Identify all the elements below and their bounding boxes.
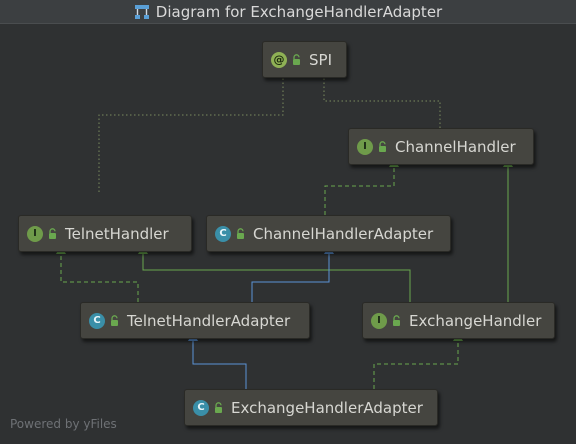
edge-layer	[56, 78, 513, 389]
edge-exchangehandleradapter-to-exchangehandler	[373, 332, 463, 389]
node-spi[interactable]: @ SPI	[262, 41, 347, 78]
edge-exchangehandleradapter-to-telnethandleradapter	[188, 332, 247, 389]
edge-telnethandler-to-spi	[98, 78, 284, 192]
lock-icon	[237, 227, 244, 239]
node-label: ChannelHandler	[395, 137, 516, 156]
edge-telnethandleradapter-to-telnethandler	[56, 245, 139, 302]
node-label: ChannelHandlerAdapter	[253, 224, 434, 243]
node-label: TelnetHandler	[65, 224, 169, 243]
node-label: SPI	[309, 50, 332, 69]
class-icon: C	[89, 312, 105, 329]
class-icon: C	[215, 225, 231, 242]
node-channelhandler[interactable]: I ChannelHandler	[348, 128, 534, 165]
powered-by-label: Powered by yFiles	[10, 417, 117, 431]
node-exchangehandler[interactable]: I ExchangeHandler	[362, 302, 555, 339]
lock-icon	[49, 227, 56, 239]
edge-channelhandleradapter-to-channelhandler	[324, 158, 399, 215]
edge-exchangehandler-to-telnethandler	[138, 245, 411, 302]
interface-icon: I	[357, 138, 373, 155]
lock-icon	[393, 314, 400, 326]
lock-icon	[215, 401, 222, 413]
lock-icon	[111, 314, 118, 326]
window-title: Diagram for ExchangeHandlerAdapter	[155, 2, 443, 21]
node-telnethandleradapter[interactable]: C TelnetHandlerAdapter	[80, 302, 310, 339]
lock-icon	[293, 53, 300, 65]
node-label: ExchangeHandlerAdapter	[231, 398, 423, 417]
edge-telnethandleradapter-to-channelhandleradapter	[251, 245, 334, 302]
annotation-icon: @	[271, 51, 287, 68]
interface-icon: I	[27, 225, 43, 242]
diagram-canvas[interactable]: @ SPI I ChannelHandler I TelnetHandler C…	[0, 24, 576, 444]
node-telnethandler[interactable]: I TelnetHandler	[18, 215, 192, 252]
node-label: TelnetHandlerAdapter	[127, 311, 291, 330]
title-bar: Diagram for ExchangeHandlerAdapter	[0, 0, 576, 24]
node-label: ExchangeHandler	[409, 311, 542, 330]
lock-icon	[379, 140, 386, 152]
node-channelhandleradapter[interactable]: C ChannelHandlerAdapter	[206, 215, 451, 252]
diagram-icon	[134, 4, 150, 20]
interface-icon: I	[371, 312, 387, 329]
edge-channelhandler-to-spi	[323, 78, 441, 128]
class-icon: C	[193, 399, 209, 416]
node-exchangehandleradapter[interactable]: C ExchangeHandlerAdapter	[184, 389, 438, 426]
